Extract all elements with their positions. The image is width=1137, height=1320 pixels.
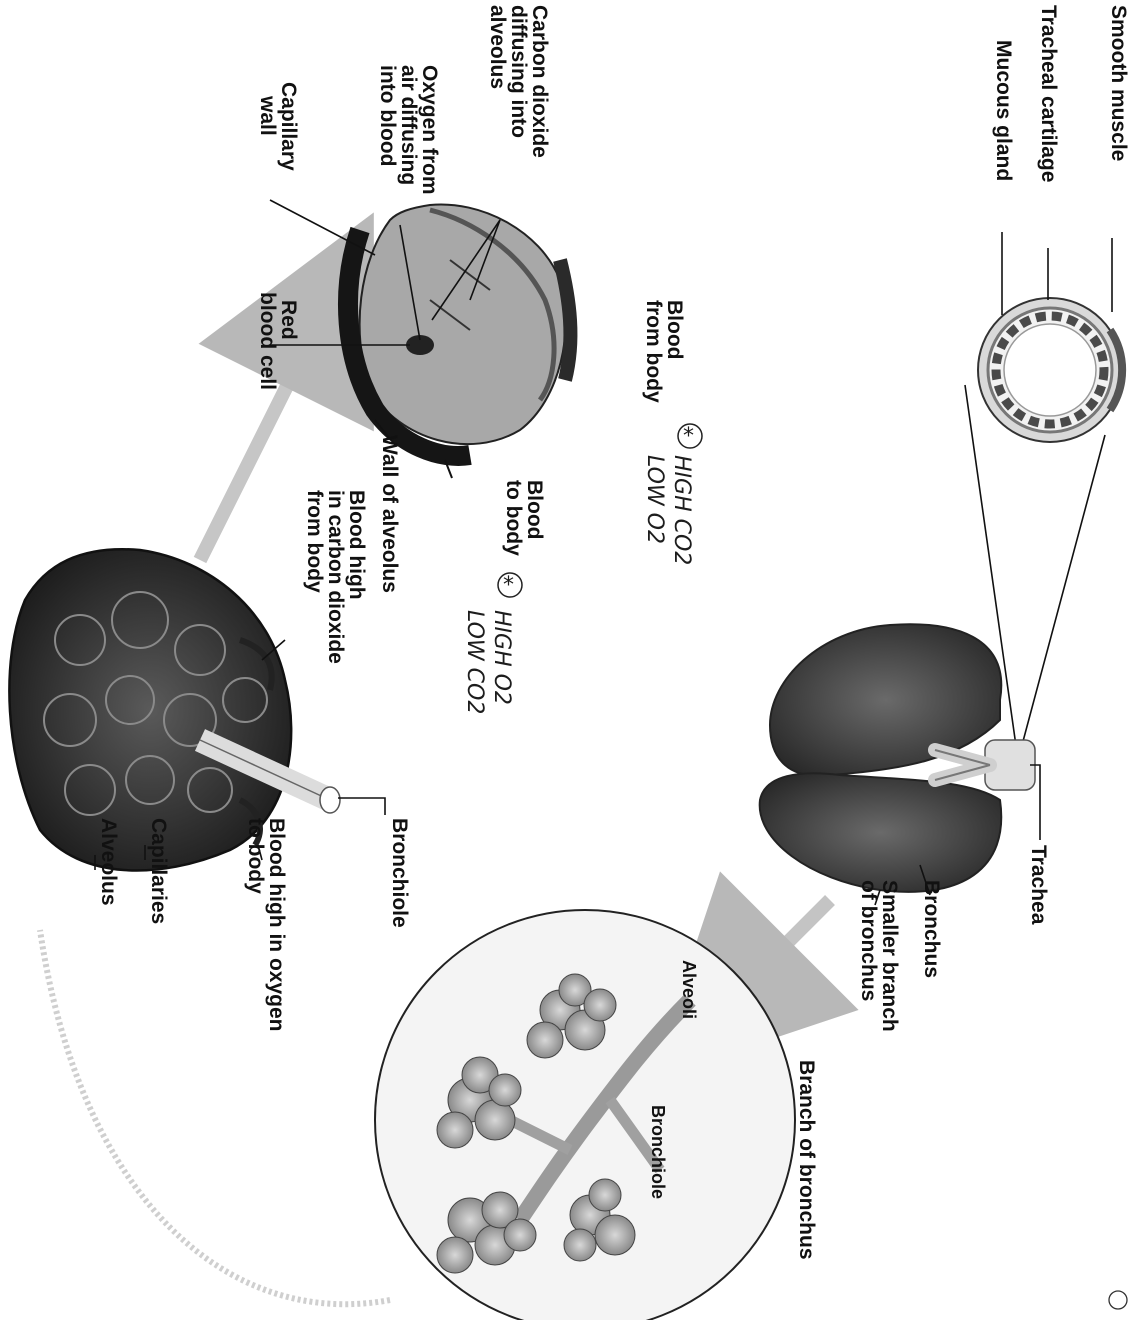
- label-bronchiole-inset: Bronchiole: [648, 1105, 668, 1199]
- note2-line2: LOW CO2: [462, 610, 487, 714]
- asterisk-1: *: [683, 424, 694, 449]
- handwritten-note-2: * HIGH O2 LOW CO2: [462, 573, 522, 714]
- alveolar-sac: [9, 549, 340, 870]
- note1-line2: LOW O2: [642, 455, 667, 544]
- label-alveoli: Alveoli: [679, 960, 699, 1019]
- return-arrow: [40, 930, 390, 1304]
- label-blood-high-o2-2: to body: [244, 818, 267, 894]
- label-trachea: Trachea: [1027, 845, 1050, 925]
- label-smaller-branch-1: Smaller branch: [878, 880, 901, 1032]
- label-o2-2: air diffusing: [397, 65, 420, 185]
- label-blood-from-body-2: from body: [642, 300, 665, 403]
- corner-mark: [1109, 1291, 1127, 1309]
- label-capillaries: Capillaries: [147, 818, 170, 924]
- lungs: [760, 624, 1035, 892]
- label-o2-3: into blood: [376, 65, 399, 166]
- label-smaller-branch-2: of bronchus: [857, 880, 880, 1001]
- label-smooth-muscle: Smooth muscle: [1107, 5, 1130, 161]
- label-branch-of-bronchus: Branch of bronchus: [795, 1060, 818, 1260]
- asterisk-2: *: [503, 573, 514, 598]
- label-blood-high-o2-1: Blood high in oxygen: [265, 818, 288, 1032]
- label-capillary-wall-1: Capillary: [277, 82, 300, 171]
- trachea-cross-section: [978, 298, 1122, 442]
- bronchiole-inset: [375, 910, 795, 1320]
- label-blood-high-co2-1: Blood high: [345, 490, 368, 600]
- label-co2-3: alveolus: [486, 5, 509, 89]
- zoom-line: [1018, 435, 1105, 760]
- label-blood-from-body-1: Blood: [663, 300, 686, 359]
- note1-line1: HIGH CO2: [669, 455, 694, 565]
- label-co2-2: diffusing into: [507, 5, 530, 138]
- leader-bronchiole: [338, 798, 385, 815]
- label-alveolus: Alveolus: [97, 818, 120, 906]
- label-rbc-1: Red: [277, 300, 300, 340]
- label-bronchus: Bronchus: [920, 880, 943, 978]
- label-wall-of-alveolus: Wall of alveolus: [378, 435, 401, 593]
- label-capillary-wall-2: wall: [256, 95, 279, 136]
- handwritten-note-1: * HIGH CO2 LOW O2: [642, 424, 702, 565]
- label-co2-1: Carbon dioxide: [528, 5, 551, 158]
- label-bronchiole: Bronchiole: [388, 818, 411, 928]
- label-o2-1: Oxygen from: [418, 65, 441, 195]
- alveolus-close-up: [348, 204, 570, 455]
- label-blood-high-co2-3: from body: [303, 490, 326, 593]
- label-tracheal-cartilage: Tracheal cartilage: [1037, 5, 1060, 182]
- note2-line1: HIGH O2: [489, 610, 514, 705]
- label-mucous-gland: Mucous gland: [992, 40, 1015, 181]
- label-rbc-2: blood cell: [256, 292, 279, 390]
- label-blood-to-body-1: Blood: [523, 480, 546, 539]
- label-blood-to-body-2: to body: [502, 480, 525, 556]
- leader-capillary-wall: [270, 200, 375, 255]
- label-blood-high-co2-2: in carbon dioxide: [324, 490, 347, 664]
